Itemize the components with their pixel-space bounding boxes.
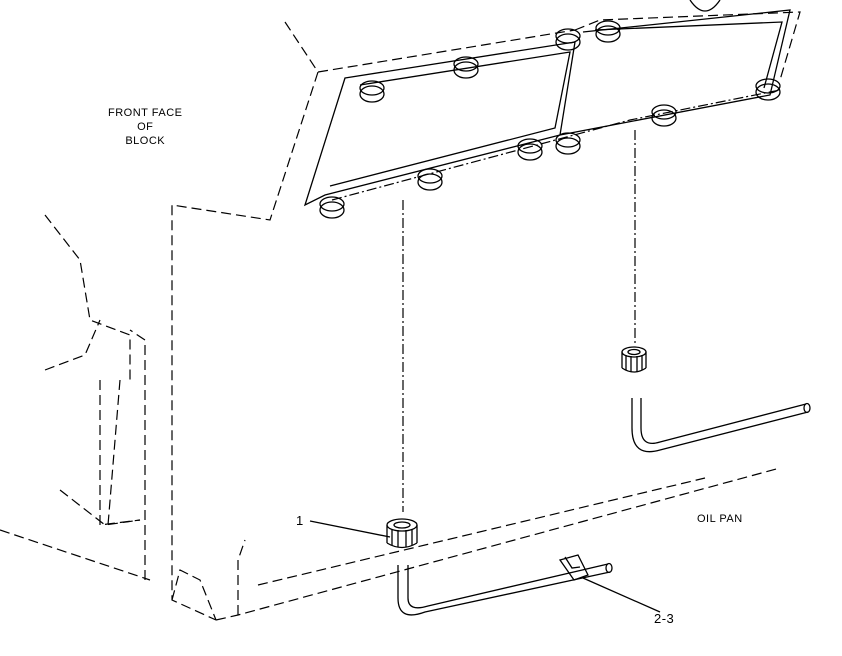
bolt-head bbox=[359, 80, 385, 103]
bolt-head bbox=[453, 56, 479, 79]
tube-fitting-nut bbox=[621, 346, 647, 373]
bolt-heads bbox=[319, 0, 781, 219]
front-face-line-2: OF bbox=[137, 121, 154, 133]
lower-tube-assembly bbox=[386, 518, 613, 616]
leader-line-1 bbox=[309, 520, 391, 538]
bolt-head bbox=[555, 28, 581, 51]
bolt-head bbox=[651, 104, 677, 127]
bolt-head bbox=[755, 78, 781, 101]
rail-centerline bbox=[331, 89, 781, 201]
bolt-head bbox=[417, 168, 443, 191]
oil-pan-label: OIL PAN bbox=[697, 513, 743, 525]
cover-plate bbox=[303, 9, 791, 207]
engine-block-outline bbox=[0, 11, 801, 621]
bolt-head-partial bbox=[689, 0, 721, 12]
front-face-line-3: BLOCK bbox=[125, 135, 166, 147]
callout-2-3-label: 2-3 bbox=[654, 611, 675, 626]
bolt-head bbox=[555, 132, 581, 155]
bolt-head bbox=[319, 196, 345, 219]
callout-1-label: 1 bbox=[296, 513, 304, 528]
front-face-label: FRONT FACE OF BLOCK bbox=[108, 106, 182, 148]
tube-fitting-nut bbox=[386, 518, 418, 549]
tube-clip bbox=[558, 554, 589, 581]
bolt-head bbox=[517, 138, 543, 161]
leader-line-2-3 bbox=[582, 577, 661, 613]
upper-tube-assembly bbox=[621, 346, 811, 453]
bolt-head bbox=[595, 20, 621, 43]
front-face-line-1: FRONT FACE bbox=[108, 107, 183, 119]
